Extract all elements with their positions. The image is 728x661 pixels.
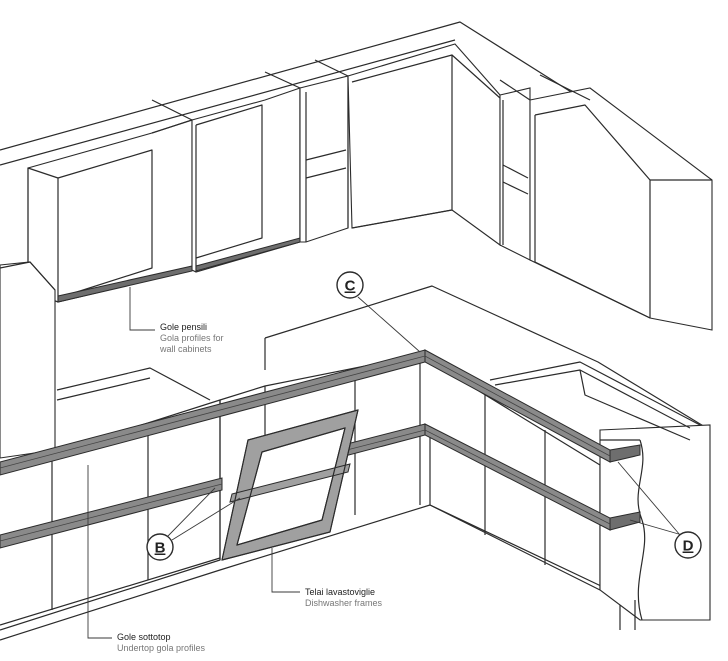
label-gole-pensili-en-1: Gola profiles for (160, 333, 224, 343)
undertop-gola-lower (0, 423, 641, 549)
callout-d: D (674, 531, 702, 559)
svg-text:C: C (345, 278, 356, 295)
dishwasher-frame (221, 409, 359, 561)
label-gole-sottotop-it: Gole sottotop (117, 632, 171, 642)
label-telai-en: Dishwasher frames (305, 598, 383, 608)
label-telai-it: Telai lavastoviglie (305, 587, 376, 597)
label-gole-sottotop-en: Undertop gola profiles (117, 643, 206, 653)
leader-lines (87, 287, 683, 639)
label-telai-lavastoviglie: Telai lavastoviglie Dishwasher frames (305, 587, 382, 609)
wall-cabinets (0, 21, 713, 331)
label-gole-pensili-it: Gole pensili (160, 322, 208, 332)
svg-text:D: D (683, 538, 694, 555)
callout-b: B (146, 533, 174, 561)
label-gole-sottotop: Gole sottotop Undertop gola profiles (117, 632, 205, 654)
label-gole-pensili: Gole pensili Gola profiles for wall cabi… (160, 322, 224, 355)
callout-c: C (336, 271, 364, 299)
left-tall-cabinet (0, 261, 56, 459)
svg-text:B: B (155, 540, 166, 557)
undertop-gola-upper (0, 349, 641, 476)
label-gole-pensili-en-2: wall cabinets (160, 344, 212, 354)
